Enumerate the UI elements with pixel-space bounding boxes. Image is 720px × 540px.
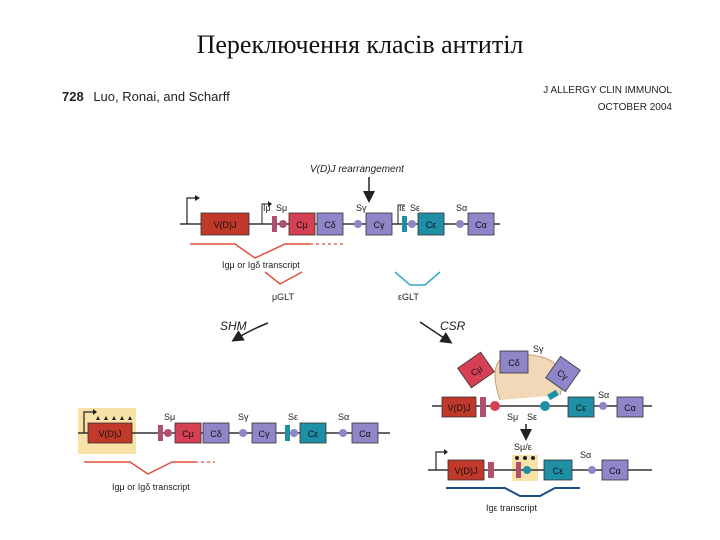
c-gamma-label-shm: Cγ: [259, 429, 270, 439]
c-delta-exon-loop: [499, 350, 529, 374]
c-alpha-exon-loop: [616, 396, 644, 418]
c-alpha-label-switched: Cα: [609, 466, 621, 476]
c-epsilon-exon-switched: [543, 459, 573, 481]
c-mu-label: Cμ: [296, 220, 308, 230]
c-gamma-exon-loop: [545, 355, 581, 393]
page-number: 728: [62, 89, 84, 104]
s-mu-label-shm: Sμ: [164, 412, 175, 422]
c-mu-exon-loop: [457, 351, 495, 389]
promoter-arrow: [186, 197, 198, 224]
slide-title: Переключення класів антитіл: [196, 30, 524, 59]
vdj-label-loop: V(D)J: [448, 403, 471, 413]
vdj-exon-switched: [447, 459, 485, 481]
c-alpha-exon: [467, 212, 495, 236]
mu-delta-transcript-label: Igμ or Igδ transcript: [222, 260, 300, 270]
c-mu-exon-shm: [174, 422, 202, 444]
journal-header: J ALLERGY CLIN IMMUNOL OCTOBER 2004: [470, 82, 672, 116]
mu-transcript-line-shm: [84, 461, 195, 475]
vdj-label-shm: V(D)J: [99, 429, 122, 439]
c-delta-exon-shm: [202, 422, 230, 444]
c-delta-exon: [316, 212, 344, 236]
s-mu-label-loop: Sμ: [507, 412, 518, 422]
i-epsilon-label: Iε: [399, 203, 406, 213]
vdj-exon-loop: [441, 396, 477, 418]
c-gamma-label: Cγ: [374, 220, 385, 230]
c-delta-label: Cδ: [324, 220, 336, 230]
epsilon-glt-line: [394, 271, 441, 286]
csr-arrow: [419, 321, 453, 344]
epsilon-transcript-label: Igε transcript: [486, 503, 538, 513]
vdj-rearrangement-label: V(D)J rearrangement: [310, 164, 405, 175]
c-gamma-exon: [365, 212, 393, 236]
mu-delta-transcript-label-shm: Igμ or Igδ transcript: [112, 482, 190, 492]
c-delta-label-loop: Cδ: [508, 358, 520, 368]
c-gamma-exon-shm: [251, 422, 277, 444]
csr-looped-locus: Sγ Cμ Cδ Cγ V(D)J Sμ Sε Cε Sα Cα: [432, 344, 652, 441]
shm-arrow: [231, 322, 269, 342]
vdj-exon-mutated: [87, 422, 133, 444]
c-mu-exon: [288, 212, 316, 236]
germline-locus: V(D)J rearrangement V(D)J Iμ Sμ Cμ Cδ Sγ…: [180, 164, 500, 302]
s-alpha-label-switched: Sα: [580, 450, 591, 460]
citation-header: 728 Luo, Ronai, and Scharff: [62, 89, 230, 104]
mu-glt-line: [264, 271, 303, 285]
epsilon-glt-label: εGLT: [398, 292, 419, 302]
c-epsilon-label: Cε: [426, 220, 437, 230]
s-alpha-label-shm: Sα: [338, 412, 349, 422]
c-delta-label-shm: Cδ: [210, 429, 222, 439]
c-epsilon-label-switched: Cε: [553, 466, 564, 476]
switch-region-mu: [272, 216, 277, 232]
s-epsilon-label-shm: Sε: [288, 412, 298, 422]
c-alpha-label-shm: Cα: [359, 429, 371, 439]
i-mu-label: Iμ: [263, 203, 271, 213]
c-epsilon-exon: [417, 212, 445, 236]
journal-issue: OCTOBER 2004: [597, 102, 672, 113]
s-gamma-label-loop: Sγ: [533, 344, 544, 354]
mu-transcript-line: [190, 243, 310, 259]
c-epsilon-exon-loop: [567, 396, 595, 418]
somatic-mutations: [96, 416, 132, 420]
epsilon-transcript-line: [446, 487, 580, 497]
s-gamma-label-shm: Sγ: [238, 412, 249, 422]
c-alpha-exon-switched: [601, 459, 629, 481]
authors: Luo, Ronai, and Scharff: [93, 89, 230, 104]
shm-locus: V(D)J Sμ Cμ Cδ Sγ Cγ Sε Cε Sα Cα Igμ or …: [78, 408, 390, 492]
s-alpha-label-loop: Sα: [598, 390, 609, 400]
c-epsilon-exon-shm: [299, 422, 327, 444]
vdj-exon: [200, 212, 250, 236]
c-alpha-label-loop: Cα: [624, 403, 636, 413]
c-alpha-exon-shm: [351, 422, 379, 444]
csr-label: CSR: [440, 319, 466, 333]
s-epsilon-label: Sε: [410, 203, 420, 213]
shm-label: SHM: [220, 319, 247, 333]
s-mu-label: Sμ: [276, 203, 287, 213]
journal-name: J ALLERGY CLIN IMMUNOL: [543, 85, 672, 96]
mu-glt-label: μGLT: [272, 292, 295, 302]
vdj-label: V(D)J: [214, 220, 237, 230]
c-epsilon-label-loop: Cε: [576, 403, 587, 413]
c-mu-label-shm: Cμ: [182, 429, 194, 439]
s-gamma-label: Sγ: [356, 203, 367, 213]
c-epsilon-label-shm: Cε: [308, 429, 319, 439]
s-mu-epsilon-label: Sμ/ε: [514, 442, 532, 452]
c-alpha-label: Cα: [475, 220, 487, 230]
s-epsilon-label-loop: Sε: [527, 412, 537, 422]
switched-locus: Sμ/ε V(D)J Cε Sα Cα Igε transcript: [428, 442, 652, 513]
s-alpha-label: Sα: [456, 203, 467, 213]
vdj-label-switched: V(D)J: [455, 466, 478, 476]
